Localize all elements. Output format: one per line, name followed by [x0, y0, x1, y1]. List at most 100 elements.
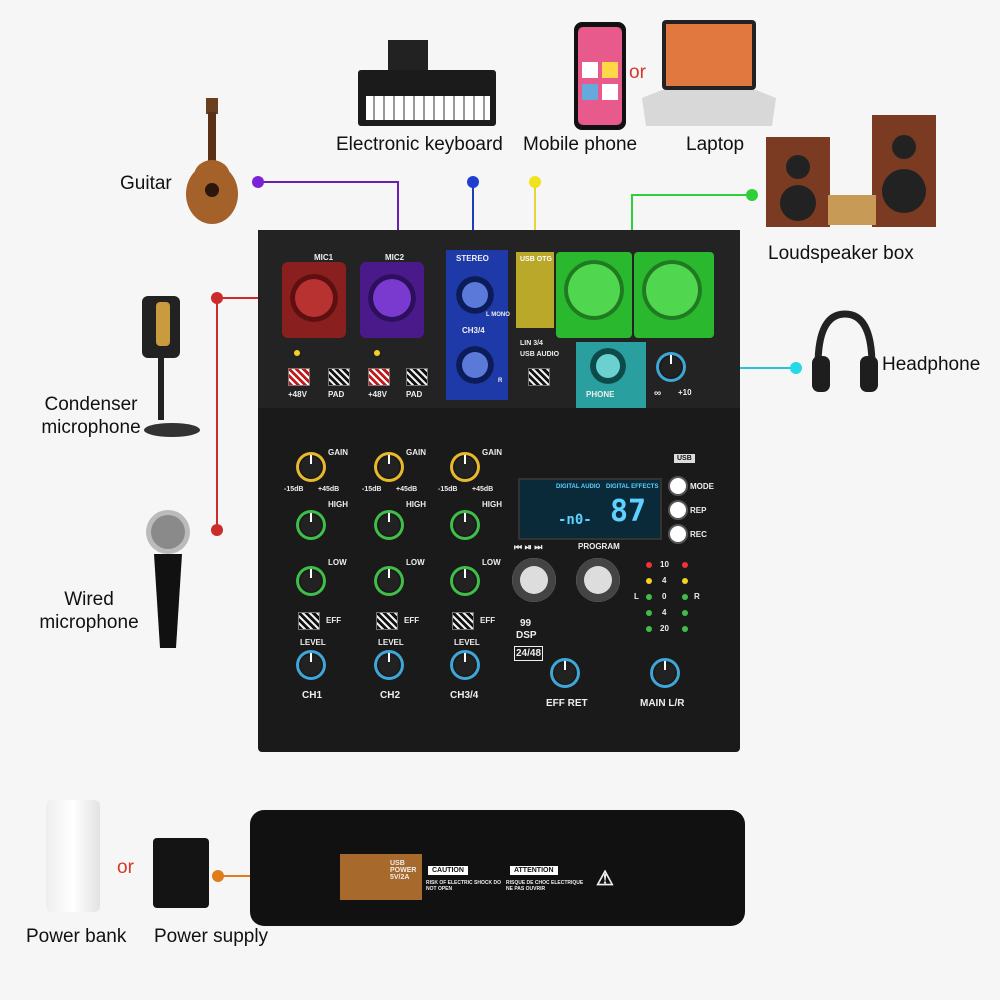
gain-knob[interactable] — [450, 452, 480, 482]
usb-otg-label: USB OTG — [520, 256, 552, 263]
mic2-label: MIC2 — [385, 253, 405, 262]
eff-switch[interactable] — [298, 612, 320, 630]
rec-label: REC — [690, 530, 707, 539]
condenser-label: Condenser microphone — [41, 394, 141, 438]
meter-led — [682, 562, 688, 568]
level-label: LEVEL — [454, 638, 480, 647]
gain-label: GAIN — [406, 448, 426, 457]
high-knob[interactable] — [450, 510, 480, 540]
ch34-input-label: CH3/4 — [462, 326, 485, 335]
ch2-label: CH2 — [380, 690, 401, 701]
caution-label: CAUTION — [428, 866, 468, 875]
phantom-switch-1[interactable] — [288, 368, 310, 386]
gain-knob[interactable] — [296, 452, 326, 482]
or-text: or — [629, 62, 646, 83]
usb-otg-port[interactable] — [516, 252, 554, 328]
low-label: LOW — [328, 558, 347, 567]
high-label: HIGH — [406, 500, 426, 509]
meter-led — [682, 610, 688, 616]
display-readout-left: -n0- — [558, 512, 592, 528]
stereo-jack-l[interactable] — [456, 276, 494, 314]
main-out-r-socket — [642, 260, 702, 320]
mic1-label: MIC1 — [314, 253, 334, 262]
meter-tick: 0 — [662, 592, 667, 601]
level-knob[interactable] — [374, 650, 404, 680]
phantom-label-1: +48V — [288, 390, 307, 399]
rec-button[interactable] — [668, 524, 688, 544]
level-knob[interactable] — [450, 650, 480, 680]
warning-icon: ⚠ — [596, 868, 614, 890]
meter-led — [646, 626, 652, 632]
low-knob[interactable] — [296, 566, 326, 596]
ch1-label: CH1 — [302, 690, 323, 701]
phone-plus10-label: +10 — [678, 388, 692, 397]
laptop-label: Laptop — [686, 134, 745, 155]
pad-switch-2[interactable] — [406, 368, 428, 386]
channel-strip-2: GAIN -15dB +45dB HIGH LOW EFF LEVEL CH2 — [358, 442, 430, 714]
lin-usb-switch[interactable] — [528, 368, 550, 386]
dsp-count-label: 99 — [520, 618, 532, 629]
rep-button[interactable] — [668, 500, 688, 520]
power-supply-label: Power supply — [154, 926, 269, 947]
pad-label-1: PAD — [328, 390, 345, 399]
keyboard-icon — [358, 40, 496, 126]
pad-switch-1[interactable] — [328, 368, 350, 386]
stereo-jack-r[interactable] — [456, 346, 494, 384]
meter-tick: 4 — [662, 576, 667, 585]
digital-display — [518, 478, 662, 540]
main-lr-knob[interactable] — [650, 658, 680, 688]
transport-controls[interactable]: ⏮ ⏯ ⏭ — [514, 542, 543, 552]
level-label: LEVEL — [378, 638, 404, 647]
eff-label: EFF — [480, 616, 496, 625]
phone-jack-socket — [590, 348, 626, 384]
phone-level-knob[interactable] — [656, 352, 686, 382]
transport-knob[interactable] — [512, 558, 556, 602]
bit-depth-label: 24/48 — [514, 646, 544, 661]
eff-switch[interactable] — [452, 612, 474, 630]
level-knob[interactable] — [296, 650, 326, 680]
power-supply-icon — [153, 838, 209, 908]
main-out-l-socket — [564, 260, 624, 320]
phantom-switch-2[interactable] — [368, 368, 390, 386]
phone-inf-label: ∞ — [654, 388, 662, 399]
r-label: R — [498, 378, 503, 384]
meter-led — [646, 578, 652, 584]
phone-label: PHONE — [586, 390, 615, 399]
meter-tick: 20 — [660, 624, 669, 633]
keyboard-label: Electronic keyboard — [336, 134, 503, 155]
low-knob[interactable] — [374, 566, 404, 596]
meter-r-label: R — [694, 592, 700, 601]
gain-label: GAIN — [328, 448, 348, 457]
ch34-label: CH3/4 — [450, 690, 479, 701]
gain-max-label: +45dB — [396, 486, 418, 493]
rep-label: REP — [690, 506, 707, 515]
eff-ret-knob[interactable] — [550, 658, 580, 688]
mode-button[interactable] — [668, 476, 688, 496]
high-knob[interactable] — [296, 510, 326, 540]
gain-min-label: -15dB — [438, 486, 458, 493]
wired-mic-icon — [146, 510, 190, 648]
usb-power-port[interactable] — [340, 854, 422, 900]
usb-audio-label: USB AUDIO — [520, 351, 560, 358]
meter-led — [646, 594, 652, 600]
high-knob[interactable] — [374, 510, 404, 540]
mobile-label: Mobile phone — [523, 134, 638, 155]
low-label: LOW — [482, 558, 501, 567]
or-text-power: or — [117, 857, 134, 878]
meter-led — [682, 594, 688, 600]
eff-switch[interactable] — [376, 612, 398, 630]
dsp-label: DSP — [516, 630, 537, 641]
usb-power-label: USB POWER 5V/2A — [390, 860, 417, 881]
headphone-label: Headphone — [882, 354, 981, 375]
low-label: LOW — [406, 558, 425, 567]
meter-l-label: L — [634, 592, 639, 601]
display-readout-right: 87 — [610, 494, 647, 529]
program-knob[interactable] — [576, 558, 620, 602]
main-lr-label: MAIN L/R — [640, 698, 685, 709]
mic1-jack-socket — [290, 274, 338, 322]
eff-label: EFF — [326, 616, 342, 625]
gain-max-label: +45dB — [318, 486, 340, 493]
l-mono-label: L MONO — [486, 312, 510, 318]
low-knob[interactable] — [450, 566, 480, 596]
gain-knob[interactable] — [374, 452, 404, 482]
